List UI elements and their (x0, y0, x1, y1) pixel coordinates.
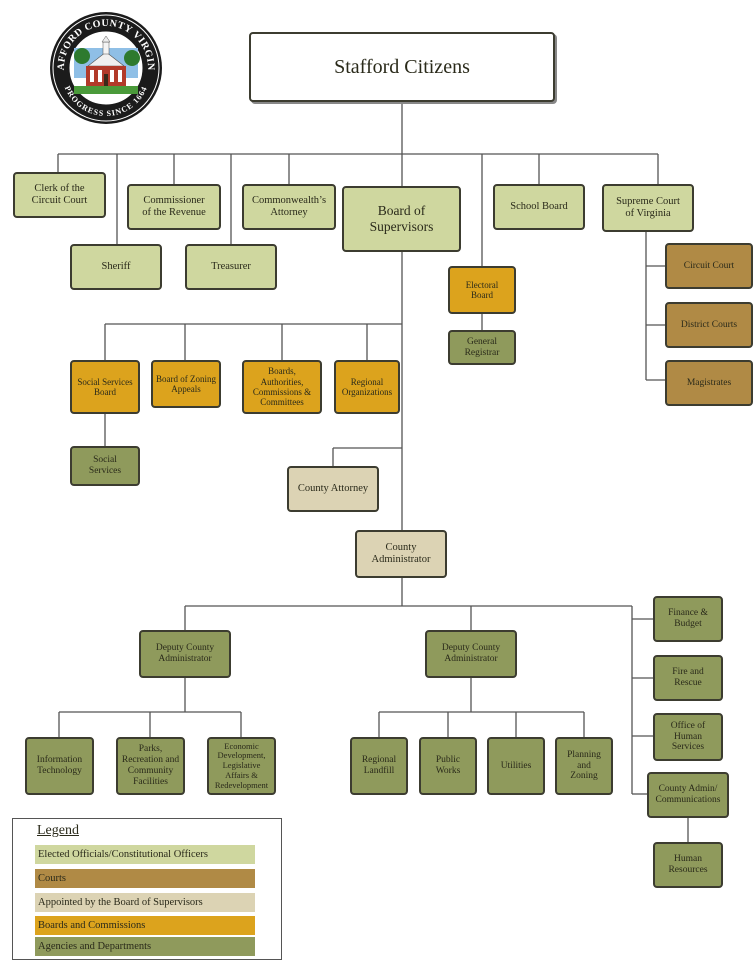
legend-item-appointed: Appointed by the Board of Supervisors (35, 893, 255, 912)
information-technology-box: Information Technology (25, 737, 94, 795)
general-registrar-box: General Registrar (448, 330, 516, 365)
legend: Legend Elected Officials/Constitutional … (12, 818, 282, 960)
fire-rescue-box: Fire and Rescue (653, 655, 723, 701)
legend-item-agencies: Agencies and Departments (35, 937, 255, 956)
stafford-county-seal: STAFFORD COUNTY VIRGINIA PROGRESS SINCE … (44, 2, 164, 126)
planning-zoning-box: Planning and Zoning (555, 737, 613, 795)
electoral-board-box: Electoral Board (448, 266, 516, 314)
stafford-citizens-box: Stafford Citizens (249, 32, 555, 102)
clerk-circuit-court-box: Clerk of the Circuit Court (13, 172, 106, 218)
regional-organizations-box: Regional Organizations (334, 360, 400, 414)
parks-recreation-box: Parks, Recreation and Community Faciliti… (116, 737, 185, 795)
utilities-box: Utilities (487, 737, 545, 795)
office-human-services-box: Office of Human Services (653, 713, 723, 761)
county-administrator-box: County Administrator (355, 530, 447, 578)
deputy-administrator-right-box: Deputy County Administrator (425, 630, 517, 678)
public-works-box: Public Works (419, 737, 477, 795)
treasurer-box: Treasurer (185, 244, 277, 290)
circuit-court-box: Circuit Court (665, 243, 753, 289)
sheriff-box: Sheriff (70, 244, 162, 290)
legend-item-courts: Courts (35, 869, 255, 888)
social-services-board-box: Social Services Board (70, 360, 140, 414)
legend-item-elected: Elected Officials/Constitutional Officer… (35, 845, 255, 864)
magistrates-box: Magistrates (665, 360, 753, 406)
board-of-supervisors-box: Board of Supervisors (342, 186, 461, 252)
deputy-administrator-left-box: Deputy County Administrator (139, 630, 231, 678)
regional-landfill-box: Regional Landfill (350, 737, 408, 795)
county-admin-communications-box: County Admin/ Communications (647, 772, 729, 818)
finance-budget-box: Finance & Budget (653, 596, 723, 642)
county-attorney-box: County Attorney (287, 466, 379, 512)
school-board-box: School Board (493, 184, 585, 230)
legend-item-boards: Boards and Commissions (35, 916, 255, 935)
district-courts-box: District Courts (665, 302, 753, 348)
social-services-box: Social Services (70, 446, 140, 486)
board-zoning-appeals-box: Board of Zoning Appeals (151, 360, 221, 408)
stafford-citizens-label: Stafford Citizens (334, 55, 470, 78)
commonwealth-attorney-box: Commonwealth’s Attorney (242, 184, 336, 230)
human-resources-box: Human Resources (653, 842, 723, 888)
supreme-court-box: Supreme Court of Virginia (602, 184, 694, 232)
legend-title: Legend (37, 823, 79, 838)
economic-development-box: Economic Development, Legislative Affair… (207, 737, 276, 795)
boards-authorities-box: Boards, Authorities, Commissions & Commi… (242, 360, 322, 414)
commissioner-revenue-box: Commissioner of the Revenue (127, 184, 221, 230)
